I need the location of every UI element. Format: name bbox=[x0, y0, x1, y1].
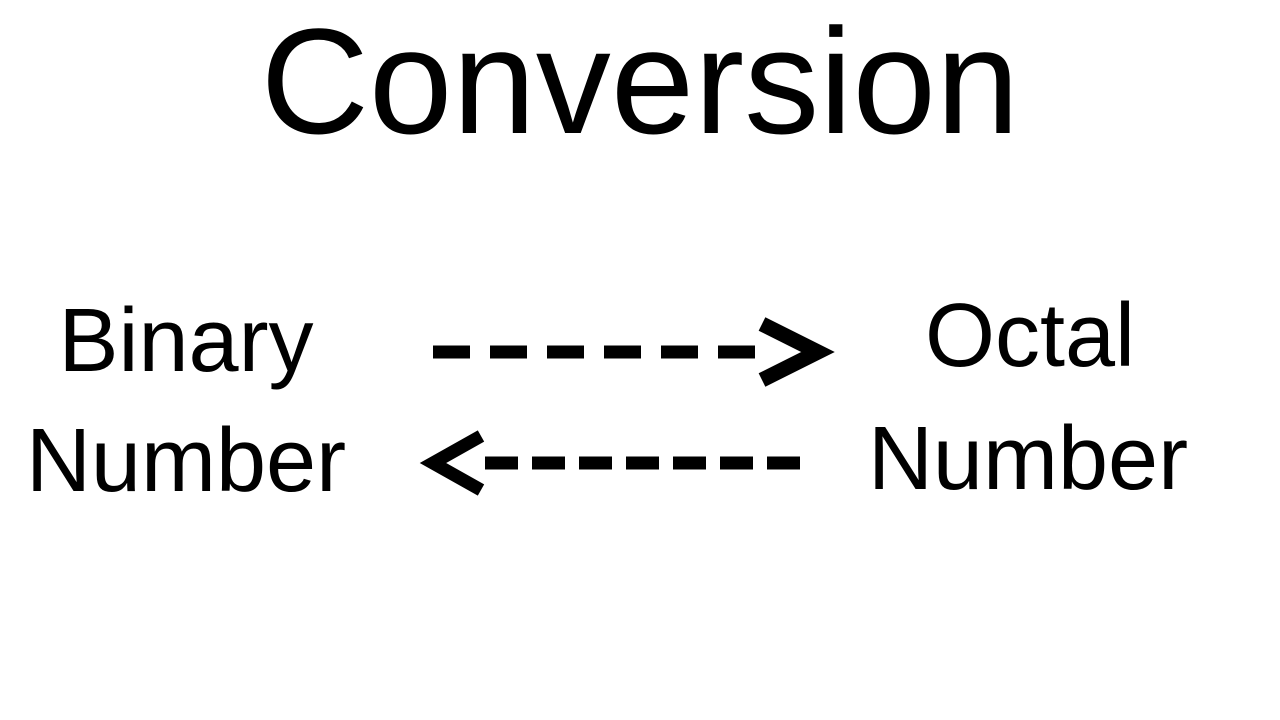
octal-number-label: Number bbox=[867, 409, 1189, 509]
binary-number-label: Number bbox=[25, 411, 347, 511]
arrow-left-icon bbox=[419, 430, 800, 496]
page-title: Conversion bbox=[260, 0, 1020, 165]
binary-label: Binary bbox=[58, 291, 314, 391]
arrow-right-icon bbox=[433, 317, 835, 387]
arrow-right-head bbox=[758, 317, 835, 387]
arrow-left-head bbox=[419, 430, 485, 496]
octal-label: Octal bbox=[924, 286, 1136, 386]
